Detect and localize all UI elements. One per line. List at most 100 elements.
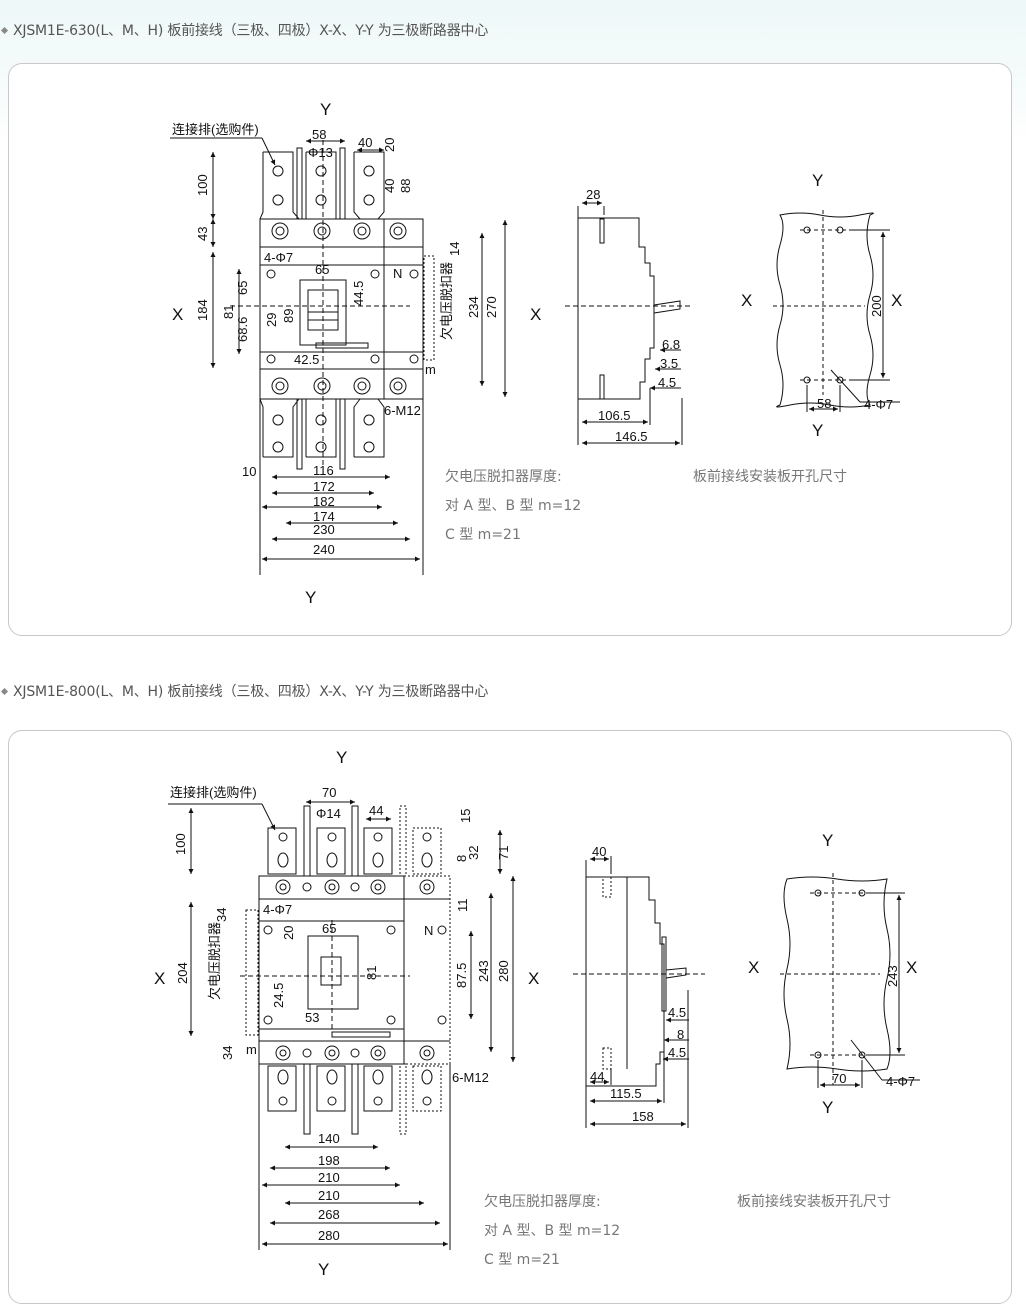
panel-caption-800: 板前接线安装板开孔尺寸 (737, 1194, 891, 1210)
dim-8: 8 (454, 855, 469, 862)
dim-phi13: Φ13 (308, 145, 333, 160)
dim-106-5: 106.5 (598, 408, 631, 423)
dim-8-side: 8 (677, 1027, 684, 1042)
note-thickness-title: 欠电压脱扣器厚度: (484, 1194, 601, 1210)
section-title-text: XJSM1E-800(L、M、H) 板前接线（三极、四极）X-X、Y-Y 为三极… (13, 684, 489, 700)
busbar-label: 连接排(选购件) (170, 785, 257, 800)
axis-x-left: X (154, 969, 165, 988)
panel-hole-label: 4-Φ7 (864, 397, 893, 412)
panel-axis-x-left: X (748, 958, 759, 977)
dim-14: 14 (447, 242, 462, 256)
note-c-type: C 型 m=21 (484, 1252, 560, 1268)
dim-phi14: Φ14 (316, 806, 341, 821)
dim-88: 88 (398, 179, 413, 193)
undervoltage-label: 欠电压脱扣器 (439, 262, 454, 340)
panel-hole-label: 4-Φ7 (886, 1074, 915, 1089)
dim-44-side: 44 (590, 1069, 604, 1084)
panel-axis-x-left: X (741, 291, 752, 310)
dim-198: 198 (318, 1153, 340, 1168)
dim-11: 11 (455, 899, 470, 913)
dim-240: 240 (313, 542, 335, 557)
front-view-630 (230, 140, 435, 470)
dim-20: 20 (382, 138, 397, 152)
dim-243: 243 (476, 960, 491, 982)
dim-4-5: 4.5 (658, 375, 676, 390)
dim-44: 44 (369, 803, 383, 818)
side-view-800 (573, 856, 705, 1128)
m-label: m (425, 362, 436, 377)
dim-20: 20 (281, 926, 296, 940)
neutral-label: N (393, 266, 402, 281)
panel-axis-x-right: X (906, 958, 917, 977)
dim-182: 182 (313, 494, 335, 509)
dim-71: 71 (496, 846, 511, 860)
dim-70: 70 (322, 785, 336, 800)
front-dimensions-630 (170, 137, 508, 575)
dim-200: 200 (869, 295, 884, 317)
m-label: m (246, 1042, 257, 1057)
axis-y-top: Y (320, 100, 331, 119)
panel-labels-800: Y X X Y 243 70 4-Φ7 (748, 831, 917, 1117)
dim-24-5: 24.5 (271, 983, 286, 1008)
dim-65-vertical: 65 (235, 281, 250, 295)
section-title-800: XJSM1E-800(L、M、H) 板前接线（三极、四极）X-X、Y-Y 为三极… (0, 681, 488, 701)
dim-40: 40 (592, 844, 606, 859)
section-title-text: XJSM1E-630(L、M、H) 板前接线（三极、四极）X-X、Y-Y 为三极… (13, 23, 489, 39)
axis-y-bottom: Y (318, 1260, 329, 1279)
note-ab-type: 对 A 型、B 型 m=12 (445, 498, 582, 514)
dim-116: 116 (313, 463, 334, 478)
dim-32: 32 (466, 846, 481, 860)
dim-270: 270 (484, 296, 499, 318)
panel-view-800 (780, 873, 920, 1088)
notes-800: 欠电压脱扣器厚度: 对 A 型、B 型 m=12 C 型 m=21 (484, 1188, 620, 1275)
axis-x-right: X (528, 969, 539, 988)
dim-172: 172 (313, 479, 335, 494)
panel-caption-630: 板前接线安装板开孔尺寸 (693, 469, 847, 485)
dim-34-b: 34 (220, 1046, 235, 1060)
drawing-card-800 (8, 730, 1012, 1304)
panel-axis-x-right: X (891, 291, 902, 310)
dim-6-m12: 6-M12 (384, 403, 421, 418)
front-holes-630 (266, 165, 419, 453)
dim-panel-70: 70 (832, 1071, 846, 1086)
dim-65: 65 (315, 262, 329, 277)
dim-87-5: 87.5 (454, 963, 469, 988)
front-labels-630: Y X X Y 连接排(选购件) 58 Φ13 40 4-Φ7 65 N 42.… (172, 100, 541, 607)
axis-x-left: X (172, 305, 183, 324)
dim-6-m12: 6-M12 (452, 1070, 489, 1085)
front-labels-800: Y X X Y 连接排(选购件) 70 Φ14 44 4-Φ7 65 N 53 … (154, 748, 539, 1279)
axis-x-right: X (530, 305, 541, 324)
front-view-800 (240, 805, 451, 1135)
busbar-label: 连接排(选购件) (172, 122, 259, 137)
dim-81: 81 (364, 966, 379, 980)
axis-y-bottom: Y (305, 588, 316, 607)
side-labels-630: 28 6.8 3.5 4.5 106.5 146.5 (586, 187, 680, 444)
dim-280: 280 (496, 960, 511, 982)
note-thickness-title: 欠电压脱扣器厚度: (445, 469, 562, 485)
dim-4-5-b: 4.5 (668, 1045, 686, 1060)
section-title-630: XJSM1E-630(L、M、H) 板前接线（三极、四极）X-X、Y-Y 为三极… (0, 20, 488, 40)
dim-28: 28 (586, 187, 600, 202)
dim-89: 89 (281, 309, 296, 323)
undervoltage-label: 欠电压脱扣器 (207, 922, 222, 1000)
dim-234: 234 (466, 296, 481, 318)
dim-146-5: 146.5 (615, 429, 648, 444)
dim-40: 40 (358, 135, 372, 150)
panel-axis-y-bottom: Y (822, 1098, 833, 1117)
dim-40-vertical: 40 (382, 179, 397, 193)
note-c-type: C 型 m=21 (445, 527, 521, 543)
dim-4-phi7: 4-Φ7 (264, 250, 293, 265)
dim-15: 15 (458, 809, 473, 823)
axis-y-top: Y (336, 748, 347, 767)
dim-29: 29 (264, 313, 279, 327)
side-labels-800: 40 4.5 8 4.5 44 115.5 158 (590, 844, 686, 1124)
panel-axis-y-top: Y (812, 171, 823, 190)
dim-34: 34 (214, 908, 229, 922)
dim-panel-58: 58 (817, 396, 831, 411)
neutral-label: N (424, 923, 433, 938)
dim-4-phi7: 4-Φ7 (263, 902, 292, 917)
dim-174: 174 (313, 509, 335, 524)
dim-81: 81 (221, 305, 236, 319)
